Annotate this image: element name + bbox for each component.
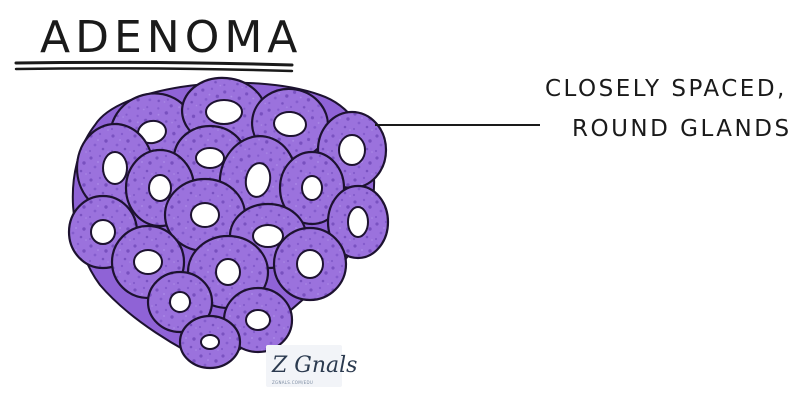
gland-lumen [206,100,242,124]
gland-lumen [103,152,127,184]
gland-lumen [170,292,190,312]
gland-lumen [191,203,219,227]
gland-lumen [216,259,240,285]
svg-text:Z Gnals: Z Gnals [271,353,357,378]
diagram-title: ADENOMA [40,12,302,63]
gland-lumen [149,175,171,201]
gland-lumen [339,135,365,165]
gland-lumen [201,335,219,349]
gland [274,228,346,300]
gland-lumen [246,310,270,330]
title-underline [16,68,292,71]
gland-cluster [69,74,388,368]
svg-text:ZGNALS.COM/EDU: ZGNALS.COM/EDU [272,380,313,385]
gland-lumen [297,250,323,278]
signature-logo: Z Gnals ZGNALS.COM/EDU [266,345,357,387]
gland [180,316,240,368]
title-underline [16,62,292,65]
gland-lumen [302,176,322,200]
annotation-label-line-1: CLOSELY SPACED, [545,76,787,102]
gland-lumen [91,220,115,244]
gland-lumen [348,207,368,237]
gland-lumen [196,148,224,168]
gland-lumen [253,225,283,247]
gland-lumen [134,250,162,274]
annotation-label-line-2: ROUND GLANDS [572,116,792,142]
